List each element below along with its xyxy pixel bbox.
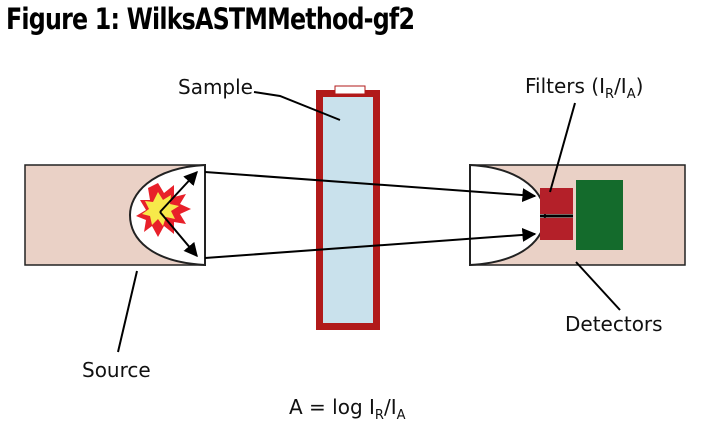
filters [540,188,573,240]
filter-reference [540,188,573,214]
beam-upper [204,171,537,203]
sample-cell [316,85,380,330]
detector [576,180,623,250]
leader-sample [253,91,341,121]
equation: A = log IR/IA [289,395,406,423]
label-detectors: Detectors [565,312,663,336]
label-source: Source [82,358,151,382]
sample-cap [334,85,366,95]
leader-source [117,270,138,353]
light-beams [204,171,537,259]
reflector-arrows [159,170,198,258]
label-filters: Filters (IR/IA) [525,74,643,102]
filter-analytical [540,218,573,240]
leader-detectors [575,261,621,311]
beam-lower [204,227,537,259]
leader-filters [549,102,576,193]
figure-title: Figure 1: WilksASTMMethod-gf2 [6,2,415,36]
leader-lines [117,91,621,353]
label-sample: Sample [178,75,253,99]
